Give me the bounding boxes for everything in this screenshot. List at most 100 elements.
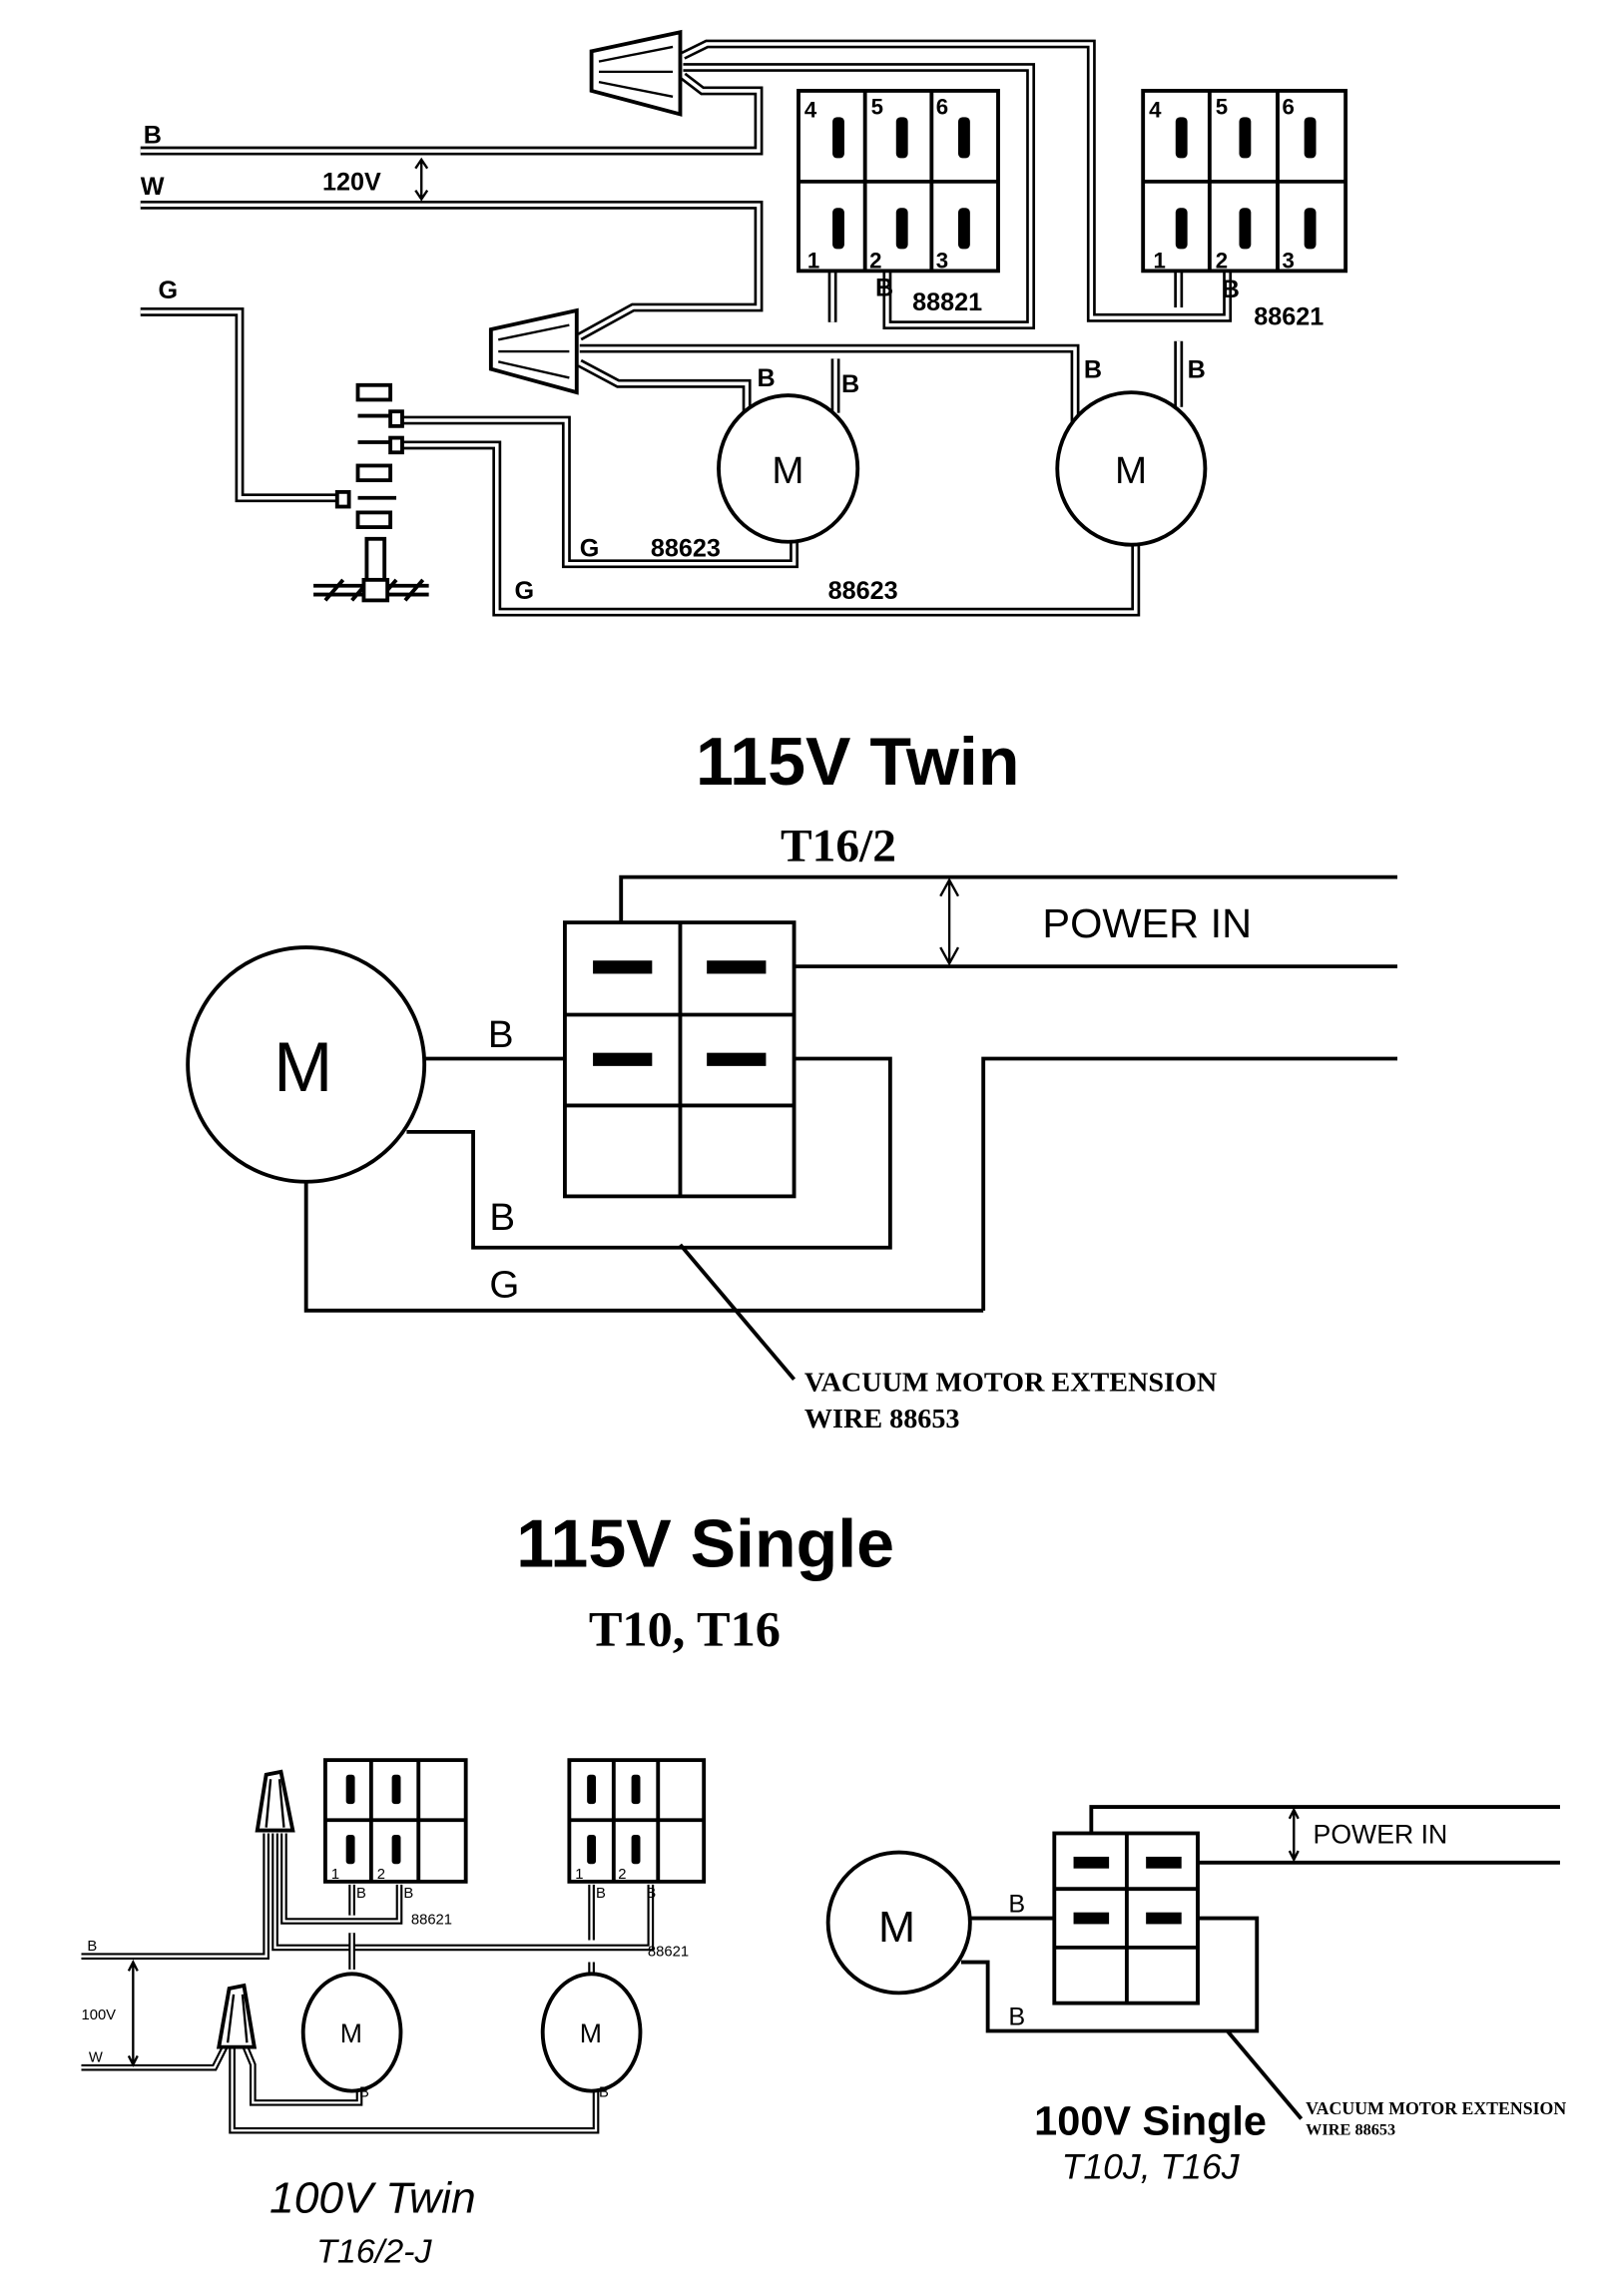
single-100v-diagram: M POWER IN B B VACUUM MOTOR EXTENSION WI…: [825, 1805, 1566, 2187]
wire-core: [682, 42, 1230, 320]
switch-a-b-label: B: [356, 1886, 366, 1902]
terminal-3: 3: [936, 249, 948, 274]
voltage-label: 120V: [322, 169, 381, 197]
extension-note-line2: WIRE 88653: [1306, 2121, 1395, 2139]
switch: [1052, 1831, 1200, 2006]
wire-core: [683, 65, 1033, 327]
switch-88821: 4 5 6 1 2 3: [797, 89, 1000, 274]
wire-core: [350, 1884, 593, 1981]
terminal-2: 2: [1216, 249, 1228, 274]
switch-b-b2-label: B: [646, 1886, 656, 1902]
extension-note-line1: VACUUM MOTOR EXTENSION: [804, 1368, 1217, 1399]
motor1-b-label: B: [758, 364, 776, 392]
switch1-b-label: B: [875, 274, 893, 301]
extension-leader: [679, 1243, 797, 1381]
terminal-1: 1: [1154, 249, 1166, 274]
switch-b: 1 2: [567, 1758, 707, 1884]
wire-b2-label: B: [1008, 2004, 1025, 2031]
wire-b-label: B: [1008, 1891, 1025, 1919]
motor1-b2-label: B: [841, 370, 859, 398]
voltage-label: 100V: [81, 2008, 116, 2023]
heading-115v-twin: 115V Twin: [696, 726, 1019, 801]
terminal-2: 2: [869, 249, 881, 274]
motor-label: M: [878, 1903, 915, 1952]
motor-1: [300, 1972, 403, 2093]
heading-100v-single-model: T10J, T16J: [1062, 2148, 1240, 2187]
heading-115v-twin-model: T16/2: [781, 821, 896, 872]
motor-1: [717, 393, 860, 544]
wire-nut-lower: [216, 1983, 258, 2049]
wire-b-label: B: [488, 1013, 514, 1056]
motor: [186, 945, 427, 1184]
motor-2: [540, 1972, 643, 2093]
ground2-g-label: G: [515, 577, 535, 605]
wire-core: [140, 203, 761, 338]
wire-g-label: G: [159, 277, 179, 304]
wire-core: [578, 361, 749, 418]
motor-2-label: M: [580, 2018, 602, 2048]
motor-2-b-label: B: [599, 2085, 609, 2101]
switch2-b-label: B: [1222, 276, 1240, 303]
wire-nut-upper: [589, 29, 683, 117]
motor-1-b-label: B: [359, 2085, 369, 2101]
switch-b-b-label: B: [596, 1886, 606, 1902]
motor-2: [1055, 390, 1208, 547]
terminal-1: 1: [807, 249, 819, 274]
switch-b-part-label: 88621: [648, 1945, 689, 1961]
wire-b2-label: B: [489, 1196, 515, 1239]
wire-core: [401, 443, 1138, 614]
terminal-6: 6: [936, 95, 948, 120]
wire-b-label: B: [87, 1939, 97, 1955]
motor-2-label: M: [1115, 449, 1147, 492]
switch2-part-label: 88621: [1254, 303, 1324, 331]
motor-label: M: [273, 1027, 332, 1106]
voltage-arrow: [414, 157, 429, 202]
switch-a: 1 2: [322, 1758, 468, 1884]
terminal-1: 1: [331, 1867, 339, 1883]
terminal-3: 3: [1282, 249, 1294, 274]
heading-115v-single: 115V Single: [516, 1507, 894, 1582]
switch-88621: 4 5 6 1 2 3: [1141, 89, 1348, 274]
motor-1-label: M: [340, 2018, 362, 2048]
ground1-g-label: G: [580, 535, 600, 563]
power-in-label: POWER IN: [1042, 900, 1252, 946]
wire-core: [231, 2046, 598, 2132]
wire-core: [140, 74, 761, 153]
switch-a-b2-label: B: [403, 1886, 413, 1902]
power-in-label: POWER IN: [1314, 1820, 1448, 1850]
heading-100v-single: 100V Single: [1034, 2098, 1267, 2144]
terminal-5: 5: [1216, 95, 1228, 120]
terminal-1: 1: [575, 1867, 583, 1883]
wire-core: [140, 309, 343, 500]
ground-terminal-stack: [313, 382, 429, 603]
ground2-part-label: 88623: [828, 577, 898, 605]
terminal-4: 4: [1149, 97, 1162, 122]
extension-leader: [1226, 2029, 1304, 2120]
wire-g-label: G: [489, 1264, 519, 1307]
motor2-b2-label: B: [1188, 356, 1206, 384]
terminal-2: 2: [377, 1867, 385, 1883]
switch: [562, 920, 797, 1199]
wire-core: [81, 1833, 267, 1958]
wire-core: [244, 2046, 361, 2104]
terminal-6: 6: [1282, 95, 1294, 120]
single-115v-diagram: M POWER IN B B G VACUUM MOTOR EXTENSION …: [186, 874, 1397, 1435]
wire-core: [273, 1833, 653, 1950]
switch1-part-label: 88821: [912, 288, 982, 316]
extension-note-line1: VACUUM MOTOR EXTENSION: [1306, 2098, 1566, 2118]
wire-core: [282, 1833, 401, 1923]
wire-g: [140, 307, 343, 503]
motor-1-label: M: [772, 449, 803, 492]
wire-nut-upper: [255, 1769, 295, 1833]
wire-b-label: B: [144, 122, 162, 150]
power-in-arrow: [939, 877, 960, 966]
wire-w: [140, 200, 764, 341]
heading-115v-single-model: T10, T16: [589, 1601, 781, 1657]
wire-w-label: W: [89, 2049, 103, 2065]
twin-115v-diagram: 4 5 6 1 2 3 4 5 6 1 2 3 M M: [140, 29, 1348, 617]
switch-a-part-label: 88621: [411, 1912, 452, 1928]
twin-100v-diagram: 1 2 1 2 M M 100V B W B B B B 88621 88621…: [81, 1758, 707, 2270]
wire-core: [401, 418, 797, 566]
wire-core: [81, 2046, 227, 2069]
